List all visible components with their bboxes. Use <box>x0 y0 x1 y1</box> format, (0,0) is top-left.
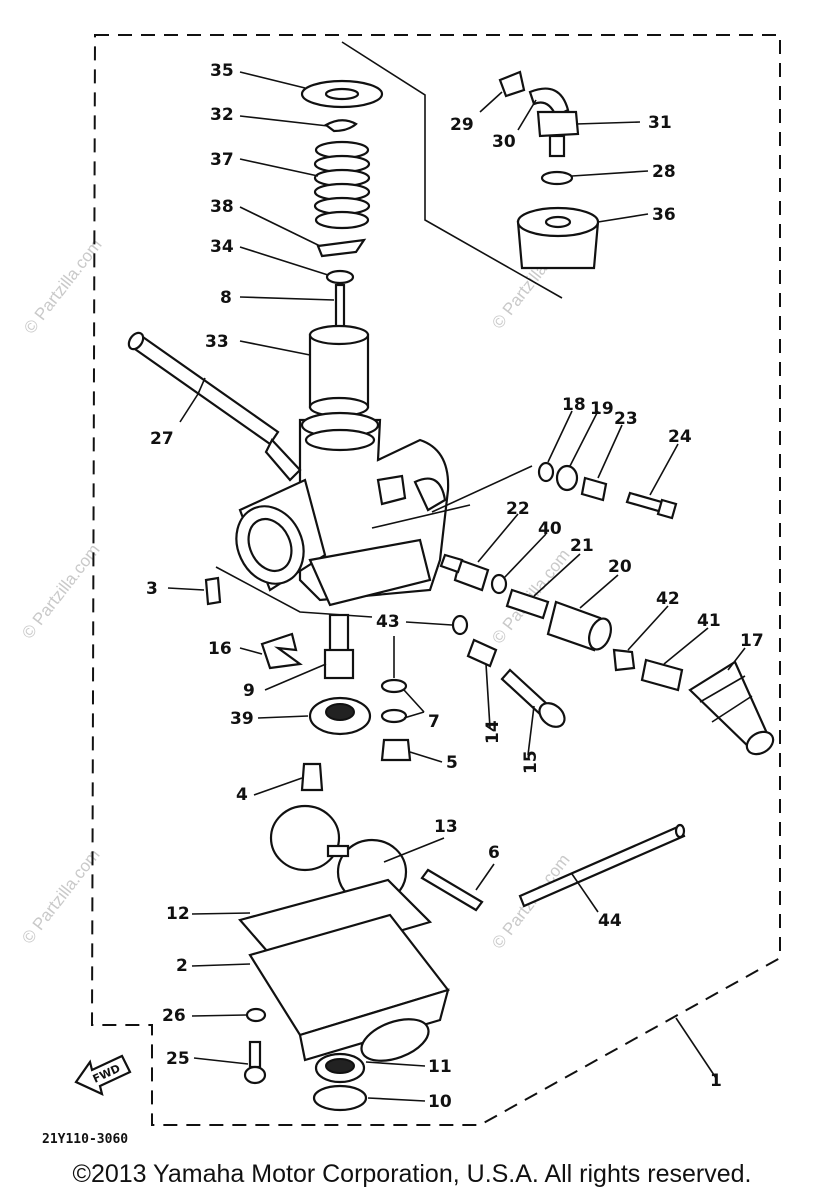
clip-32 <box>323 119 358 133</box>
leader-lines <box>167 71 746 1102</box>
screw-25 <box>243 1040 267 1085</box>
callout-2: 2 <box>176 956 188 976</box>
callout-5: 5 <box>446 753 458 773</box>
axis-line-2 <box>371 504 471 529</box>
callout-23: 23 <box>614 409 638 429</box>
throttle-valve-33 <box>308 324 370 418</box>
washer-28 <box>540 170 574 186</box>
holder-39 <box>308 696 372 736</box>
washer-19 <box>555 464 579 492</box>
callout-12: 12 <box>166 904 190 924</box>
callout-16: 16 <box>208 639 232 659</box>
hose-27 <box>127 331 280 446</box>
plunger-22 <box>439 553 490 592</box>
callout-38: 38 <box>210 197 234 217</box>
washer-7a <box>380 678 408 694</box>
spring-21 <box>505 588 550 620</box>
callout-10: 10 <box>428 1092 452 1112</box>
callout-11: 11 <box>428 1057 452 1077</box>
jet-5 <box>380 738 412 762</box>
callout-42: 42 <box>656 589 680 609</box>
spring-37 <box>313 140 371 230</box>
callout-41: 41 <box>697 611 721 631</box>
nut-20 <box>546 600 612 652</box>
washer-26 <box>245 1007 267 1023</box>
screw-41 <box>640 658 684 692</box>
callout-31: 31 <box>648 113 672 133</box>
clip-34 <box>325 269 355 285</box>
callout-43: 43 <box>376 612 400 632</box>
cap-connector-line <box>341 41 563 299</box>
spring-23 <box>580 476 608 502</box>
callout-35: 35 <box>210 61 234 81</box>
washer-7b <box>380 708 408 724</box>
cap-nut-36 <box>516 206 600 270</box>
jet-4 <box>300 762 324 792</box>
copyright-notice: ©2013 Yamaha Motor Corporation, U.S.A. A… <box>72 1160 752 1188</box>
callout-19: 19 <box>590 399 614 419</box>
callout-39: 39 <box>230 709 254 729</box>
callout-17: 17 <box>740 631 764 651</box>
pin-6 <box>420 868 484 912</box>
callout-9: 9 <box>243 681 255 701</box>
nut-42 <box>612 648 636 672</box>
fitting-31 <box>536 110 580 138</box>
callout-3: 3 <box>146 579 158 599</box>
callout-21: 21 <box>570 536 594 556</box>
callout-1: 1 <box>710 1071 722 1091</box>
callout-44: 44 <box>598 911 622 931</box>
callout-36: 36 <box>652 205 676 225</box>
callout-15: 15 <box>521 750 541 774</box>
callout-13: 13 <box>434 817 458 837</box>
callout-30: 30 <box>492 132 516 152</box>
drain-plug-10 <box>312 1052 368 1112</box>
assembly-outline <box>90 34 781 1126</box>
callout-20: 20 <box>608 557 632 577</box>
screw-24 <box>625 491 678 520</box>
boot-17 <box>688 660 775 756</box>
callout-28: 28 <box>652 162 676 182</box>
hose-44 <box>518 823 686 908</box>
oring-43 <box>451 614 469 636</box>
callout-8: 8 <box>220 288 232 308</box>
screw-3 <box>204 576 222 606</box>
callout-40: 40 <box>538 519 562 539</box>
callout-6: 6 <box>488 843 500 863</box>
callout-22: 22 <box>506 499 530 519</box>
watermark: © Partzilla.com <box>18 540 104 642</box>
callout-18: 18 <box>562 395 586 415</box>
cap-29 <box>498 70 526 98</box>
callout-7: 7 <box>428 712 440 732</box>
callout-25: 25 <box>166 1049 190 1069</box>
oring-40 <box>490 573 508 595</box>
callout-27: 27 <box>150 429 174 449</box>
fwd-arrow-icon: FWD <box>74 1054 132 1096</box>
plate-38 <box>316 238 367 258</box>
callout-14: 14 <box>483 720 503 744</box>
watermark-side: © Partzilla.com <box>20 235 106 337</box>
axis-line <box>431 465 533 513</box>
plate-16 <box>260 632 303 670</box>
oring-18 <box>537 461 555 483</box>
watermark: © Partzilla.com <box>18 845 104 947</box>
callout-29: 29 <box>450 115 474 135</box>
callouts: 35 32 37 38 34 8 33 27 29 30 31 28 36 18… <box>146 61 764 1112</box>
callout-24: 24 <box>668 427 692 447</box>
callout-37: 37 <box>210 150 234 170</box>
callout-32: 32 <box>210 105 234 125</box>
float-bowl-2 <box>248 913 450 1062</box>
callout-33: 33 <box>205 332 229 352</box>
callout-4: 4 <box>236 785 248 805</box>
carburetor-body <box>235 411 450 607</box>
drawing-code: 21Y110-3060 <box>42 1132 128 1147</box>
spring-14 <box>466 638 498 668</box>
callout-34: 34 <box>210 237 234 257</box>
callout-26: 26 <box>162 1006 186 1026</box>
needle-jet-9 <box>323 613 355 680</box>
screw-15 <box>500 668 566 728</box>
